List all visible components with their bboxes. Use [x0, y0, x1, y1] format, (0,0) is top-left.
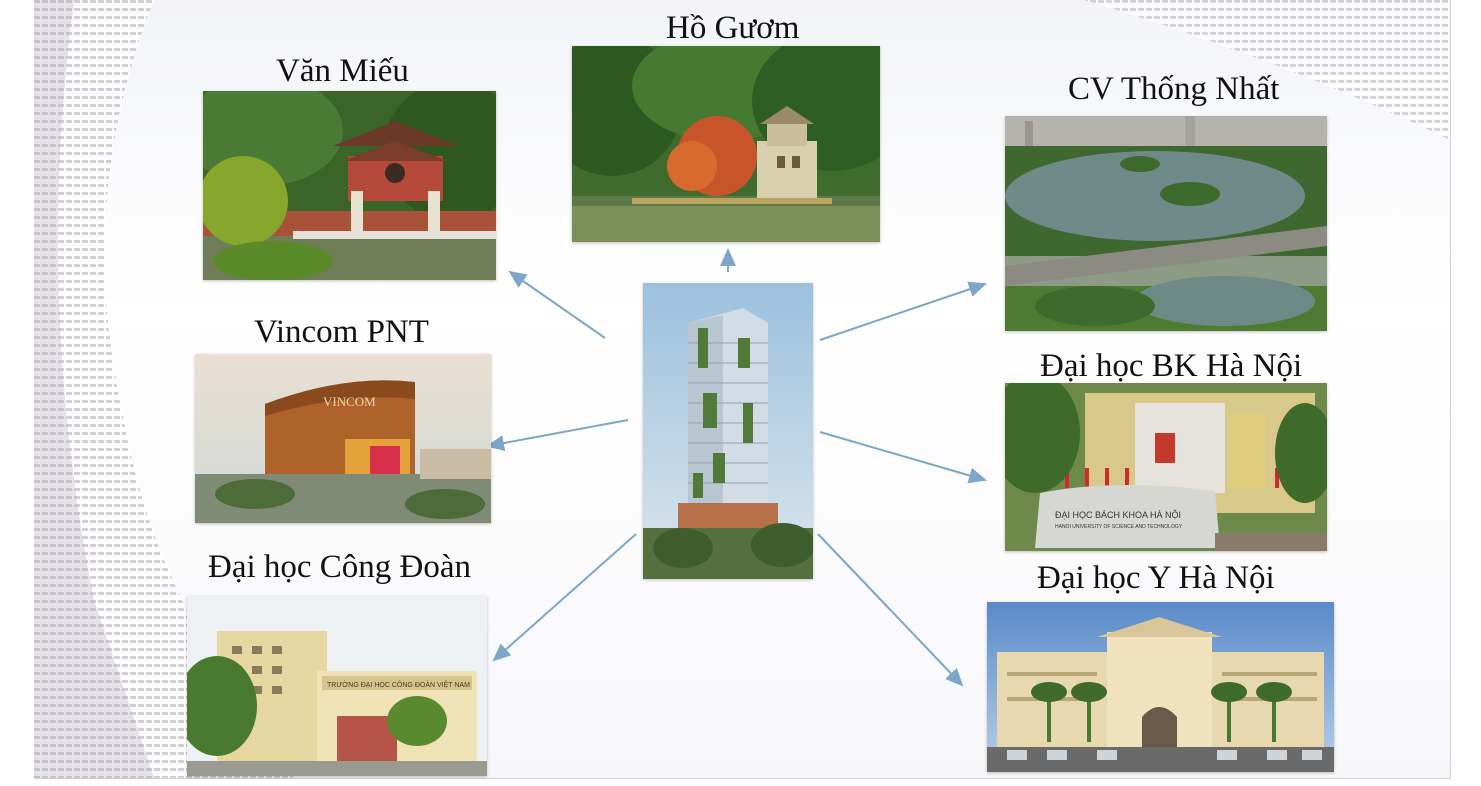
- bk-sign-en: HANOI UNIVERSITY OF SCIENCE AND TECHNOLO…: [1055, 524, 1183, 530]
- photo-van-mieu: [203, 91, 496, 280]
- arrow-to-dh-cong-doan: [492, 533, 637, 662]
- label-vincom-pnt: Vincom PNT: [254, 314, 429, 350]
- photo-dh-y: [987, 602, 1334, 772]
- label-ho-guom: Hồ Gươm: [666, 10, 800, 46]
- label-dh-bk: Đại học BK Hà Nội: [1040, 348, 1303, 384]
- arrow-to-vincom: [486, 419, 629, 451]
- label-van-mieu: Văn Miếu: [276, 53, 409, 89]
- arrow-to-van-mieu: [508, 270, 606, 339]
- arrow-to-dh-bk: [819, 431, 987, 484]
- label-dh-y: Đại học Y Hà Nội: [1037, 560, 1275, 596]
- arrow-to-cv-thong-nhat: [819, 281, 987, 341]
- vincom-sign: VINCOM: [323, 394, 376, 409]
- decorative-swirl: [34, 0, 1450, 778]
- photo-vincom-pnt: VINCOM: [195, 354, 491, 523]
- photo-dh-bk: ĐẠI HỌC BÁCH KHOA HÀ NỘI HANOI UNIVERSIT…: [1005, 383, 1327, 551]
- arrow-to-dh-y: [817, 533, 964, 687]
- label-dh-cong-doan: Đại học Công Đoàn: [208, 549, 472, 585]
- photo-cv-thong-nhat: [1005, 116, 1327, 331]
- photo-center-tower: [643, 283, 813, 579]
- photo-dh-cong-doan: TRƯỜNG ĐẠI HỌC CÔNG ĐOÀN VIỆT NAM: [187, 596, 487, 776]
- bk-sign: ĐẠI HỌC BÁCH KHOA HÀ NỘI: [1055, 510, 1181, 520]
- label-cv-thong-nhat: CV Thống Nhất: [1068, 71, 1280, 107]
- cong-doan-sign: TRƯỜNG ĐẠI HỌC CÔNG ĐOÀN VIỆT NAM: [327, 680, 470, 689]
- photo-ho-guom: [572, 46, 880, 242]
